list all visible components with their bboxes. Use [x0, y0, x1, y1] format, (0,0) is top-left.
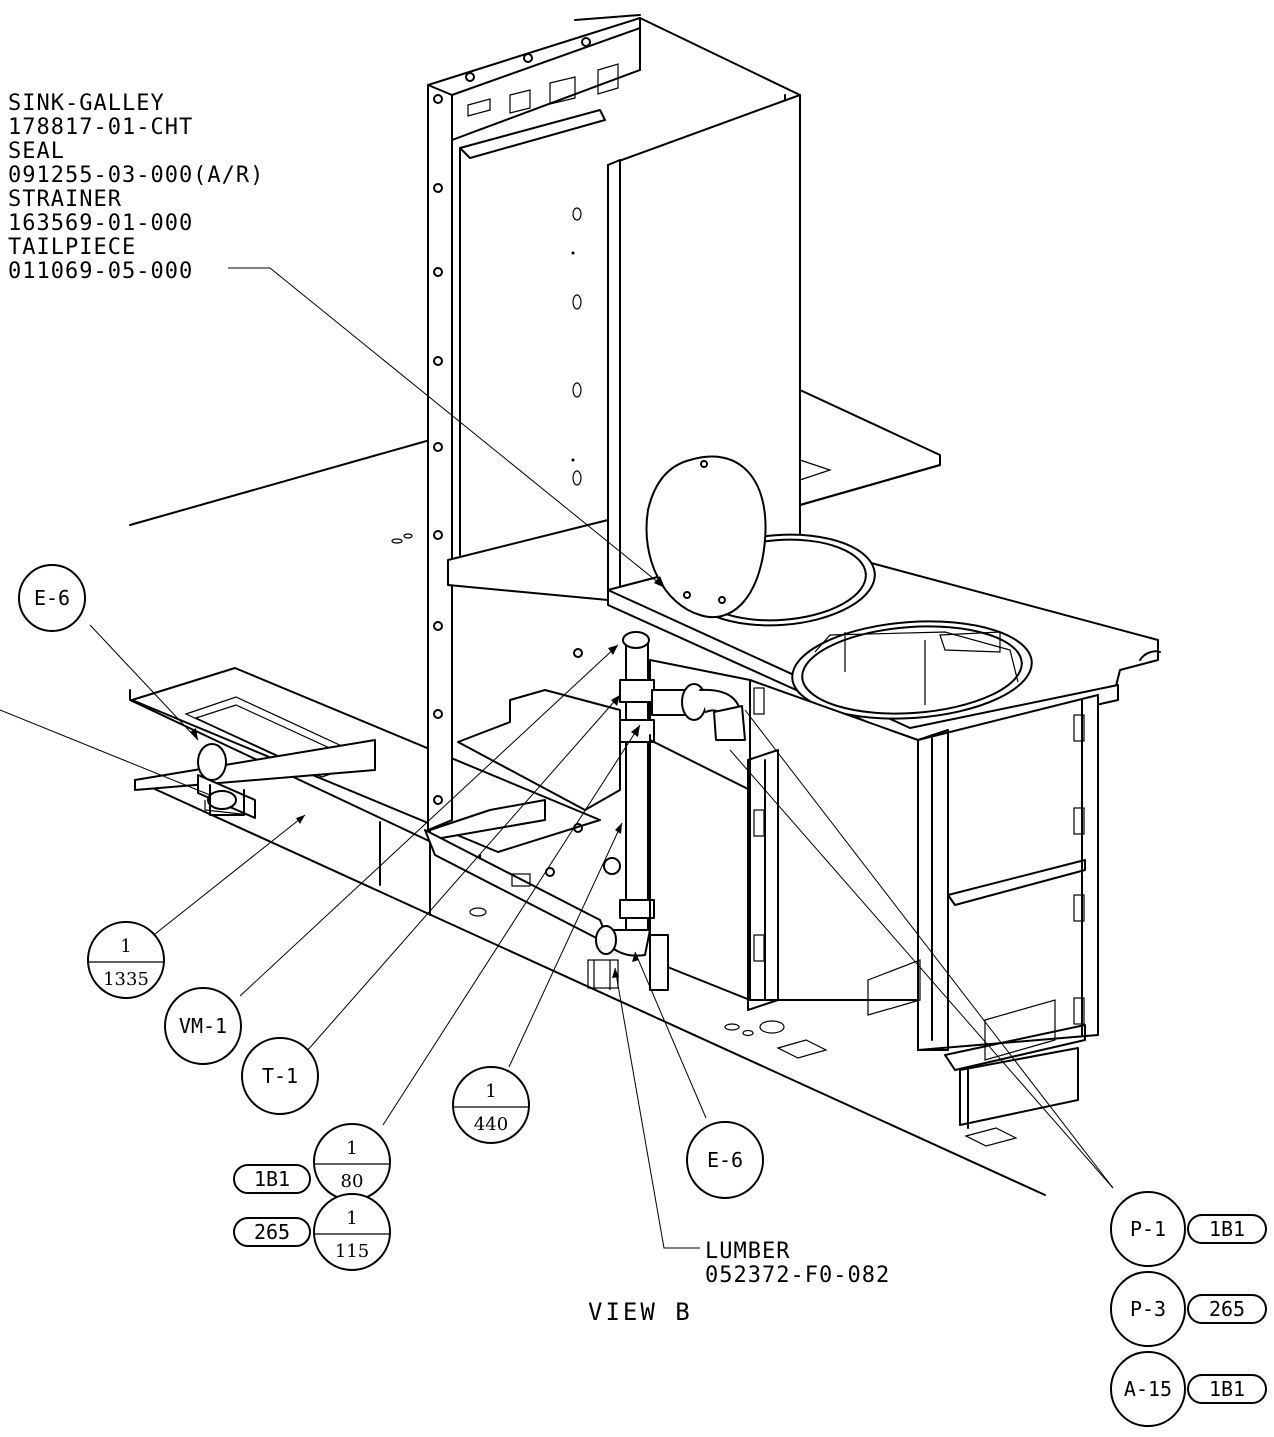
fraction-denominator: 440	[474, 1114, 508, 1135]
callout-text: P-3	[1130, 1297, 1166, 1321]
callout-1b1-80: 1B1 1 80	[233, 1123, 391, 1201]
fraction-denominator: 115	[335, 1241, 369, 1262]
tag-text: 265	[254, 1220, 290, 1244]
fraction-denominator: 80	[341, 1171, 364, 1192]
callout-text: P-1	[1130, 1217, 1166, 1241]
lumber-note: LUMBER 052372-F0-082	[705, 1239, 890, 1288]
callout-265-115: 265 1 115	[233, 1193, 391, 1271]
callout-text: E-6	[707, 1148, 743, 1172]
tag-text: 1B1	[1209, 1217, 1245, 1241]
tall-cabinet	[427, 14, 801, 831]
note-line: 163569-01-000	[8, 211, 193, 236]
note-line: 091255-03-000(A/R)	[8, 163, 264, 188]
callout-text: A-15	[1124, 1377, 1172, 1401]
callout-vm1: VM-1	[164, 987, 242, 1065]
callout-1-1335: 1 1335	[87, 921, 165, 999]
lumber-part-number: 052372-F0-082	[705, 1263, 890, 1288]
sink-lid	[645, 455, 767, 619]
callout-text: E-6	[34, 586, 70, 610]
note-line: SEAL	[8, 139, 65, 164]
center-step	[429, 689, 621, 841]
left-shelf	[131, 667, 601, 916]
callout-1-440: 1 440	[452, 1066, 530, 1144]
fraction-denominator: 1335	[103, 969, 149, 990]
under-sink-frame	[649, 659, 1099, 1129]
left-drain-pipe	[197, 743, 256, 819]
leader-lines	[0, 267, 1114, 1249]
fraction-numerator: 1	[485, 1081, 496, 1102]
note-line: 011069-05-000	[8, 259, 193, 284]
tag-text: 1B1	[254, 1167, 290, 1191]
sink-parts-note: SINK-GALLEY 178817-01-CHT SEAL 091255-03…	[8, 91, 264, 284]
callout-a15: A-15 1B1	[1110, 1351, 1267, 1427]
note-line: STRAINER	[8, 187, 122, 212]
callout-p3: P-3 265	[1110, 1271, 1267, 1347]
note-line: SINK-GALLEY	[8, 91, 165, 116]
tag-text: 265	[1209, 1297, 1245, 1321]
note-line: TAILPIECE	[8, 235, 136, 260]
fraction-numerator: 1	[346, 1138, 357, 1159]
view-label: VIEW B	[588, 1298, 693, 1326]
callout-t1: T-1	[241, 1037, 319, 1115]
fraction-numerator: 1	[346, 1208, 357, 1229]
callout-text: VM-1	[179, 1014, 227, 1038]
callout-text: T-1	[262, 1064, 298, 1088]
back-counter	[799, 389, 941, 506]
tag-text: 1B1	[1209, 1377, 1245, 1401]
callout-p1: P-1 1B1	[1110, 1191, 1267, 1267]
callout-e6-left: E-6	[18, 564, 86, 632]
center-drain-pipes	[424, 631, 751, 991]
callout-e6-right: E-6	[686, 1121, 764, 1199]
fraction-numerator: 1	[120, 936, 131, 957]
lumber-title: LUMBER	[705, 1239, 790, 1264]
note-line: 178817-01-CHT	[8, 115, 193, 140]
